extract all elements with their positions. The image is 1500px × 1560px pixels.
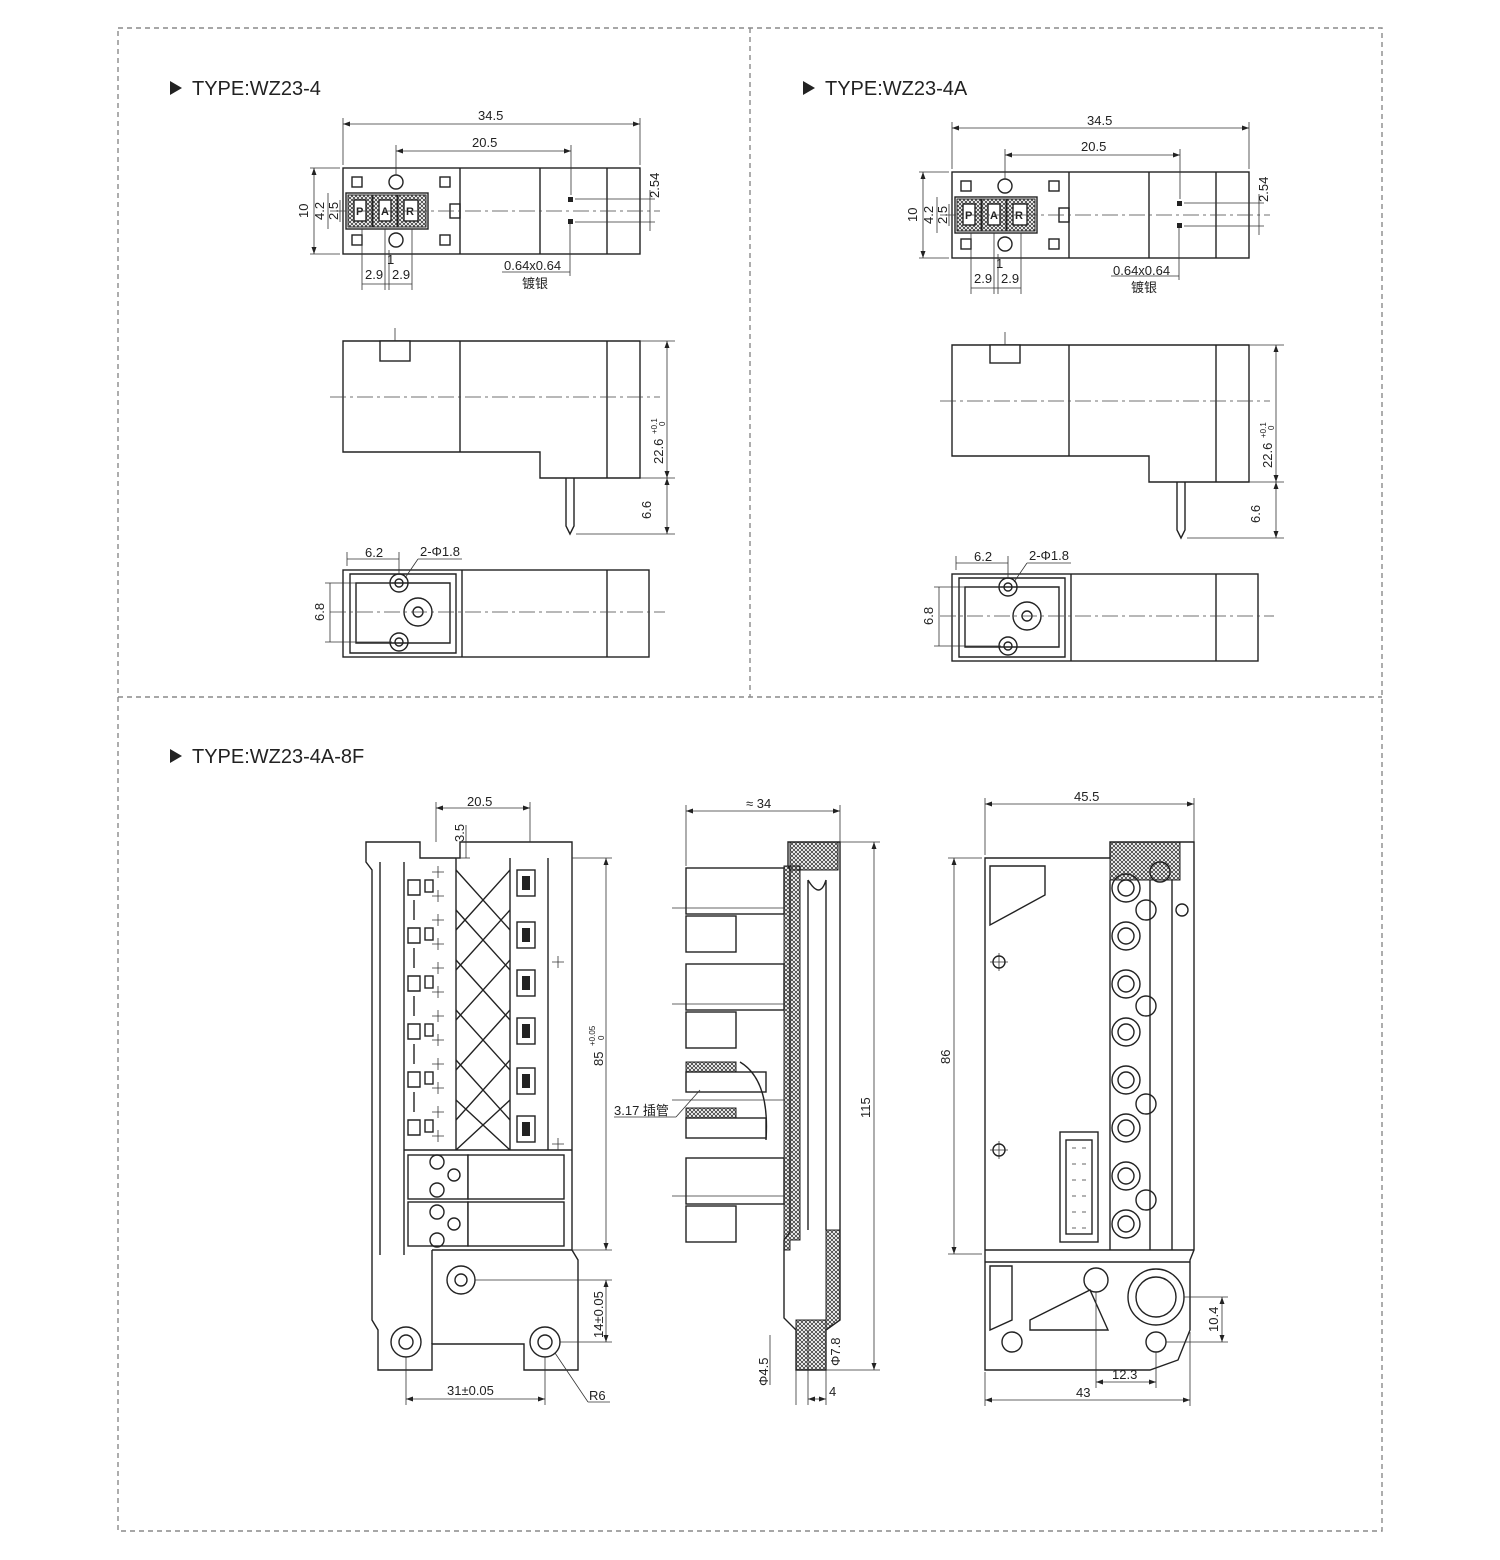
plating-note: 镀银 [1131,280,1157,295]
dim-pin-pitch: 2.54 [1256,177,1271,202]
dim-front-height: 85 [591,1052,606,1066]
front-view: 20.5 3.5 85 +0.05 0 14±0.05 31±0.05 R6 [365,794,612,1405]
dim-total-height: 115 [858,1097,873,1118]
panel-frames [117,27,1383,1532]
dim-pitch-left: 2.9 [974,271,992,286]
dim-overall-width: 34.5 [478,108,503,123]
dim-pitch-right: 2.9 [392,267,410,282]
port-a-label: A [381,206,389,218]
title-marker-icon [170,749,182,763]
dim-pin-length: 6.6 [1248,505,1263,523]
top-view: P A R 34.5 20.5 2.54 [296,108,662,291]
dim-holes: 2-Φ1.8 [1029,548,1069,563]
dim-hole-pitch: 6.8 [312,603,327,621]
tol-lower: 0 [1267,425,1276,430]
tol-lower: 0 [658,421,667,426]
dim-holes: 2-Φ1.8 [420,544,460,559]
type-title: TYPE:WZ23-4A [825,78,968,100]
side-view: ≈ 34 115 3.17 插管 Φ4.5 Φ7.8 4 [614,796,880,1405]
dim-mount-pitch: 31±0.05 [447,1383,494,1398]
dim-back-height: 86 [938,1050,953,1064]
dim-offset: 1 [387,252,394,267]
side-view: 22.6 +0.1 0 6.6 [940,332,1284,540]
dim-port-offset: 12.3 [1112,1367,1137,1382]
dim-back-width: 45.5 [1074,789,1099,804]
dim-depth: ≈ 34 [746,796,771,811]
dim-thickness: 4 [829,1384,836,1399]
dim-port-spacing-b: 2.5 [326,202,341,220]
tube-label: 3.17 插管 [614,1103,669,1118]
dim-side-height: 22.6 [1260,443,1275,468]
dim-side-height: 22.6 [651,439,666,464]
dim-port-spacing-a: 4.2 [921,206,936,224]
dim-radius: R6 [589,1388,606,1403]
dim-width-top: 20.5 [467,794,492,809]
tol-lower: 0 [597,1035,606,1040]
dim-mount-height: 14±0.05 [591,1291,606,1338]
dim-hole-pitch: 6.8 [921,607,936,625]
dim-base-width: 43 [1076,1385,1090,1400]
title-marker-icon [803,81,815,95]
back-view: 45.5 86 10.4 12.3 43 [938,789,1228,1406]
dim-port-height: 10.4 [1206,1307,1221,1332]
dim-offset-top: 3.5 [452,824,467,842]
dim-port-spacing-b: 2.5 [935,206,950,224]
dim-port-to-pin: 20.5 [1081,139,1106,154]
tol-upper: +0.1 [1259,422,1268,438]
panel-wz23-4: TYPE:WZ23-4 P A R [170,78,675,658]
dim-hole-small: Φ4.5 [756,1358,771,1386]
title-marker-icon [170,81,182,95]
type-title: TYPE:WZ23-4A-8F [192,746,364,768]
port-a-label: A [990,210,998,222]
dim-pitch-left: 2.9 [365,267,383,282]
dim-overall-width: 34.5 [1087,113,1112,128]
port-circles [1111,861,1189,1239]
dim-height: 10 [296,204,311,218]
dim-port-to-pin: 20.5 [472,135,497,150]
dim-pin-size: 0.64x0.64 [504,258,561,273]
dim-offset: 1 [996,256,1003,271]
bottom-view: 6.2 2-Φ1.8 6.8 [921,548,1274,662]
dim-hole-large: Φ7.8 [828,1338,843,1366]
valve-stations [407,866,536,1151]
dim-height: 10 [905,208,920,222]
port-r-label: R [1015,210,1023,222]
port-p-label: P [356,206,363,218]
dim-port-spacing-a: 4.2 [312,202,327,220]
panel-wz23-4a-8f: TYPE:WZ23-4A-8F [170,746,1228,1406]
side-view: 22.6 +0.1 0 6.6 [330,328,675,536]
dim-pin-length: 6.6 [639,501,654,519]
dim-hole-offset: 6.2 [974,549,992,564]
tol-upper: +0.05 [588,1025,597,1046]
dim-pin-pitch: 2.54 [647,173,662,198]
bottom-view: 6.2 2-Φ1.8 6.8 [312,544,665,658]
tol-upper: +0.1 [650,418,659,434]
top-view: P A R 34.5 20.5 2.54 [905,113,1271,295]
dim-pin-size: 0.64x0.64 [1113,263,1170,278]
panel-wz23-4a: TYPE:WZ23-4A P A R [803,78,1284,662]
port-p-label: P [965,210,972,222]
type-title: TYPE:WZ23-4 [192,78,321,100]
dim-pitch-right: 2.9 [1001,271,1019,286]
port-r-label: R [406,206,414,218]
dim-hole-offset: 6.2 [365,545,383,560]
plating-note: 镀银 [522,276,548,291]
